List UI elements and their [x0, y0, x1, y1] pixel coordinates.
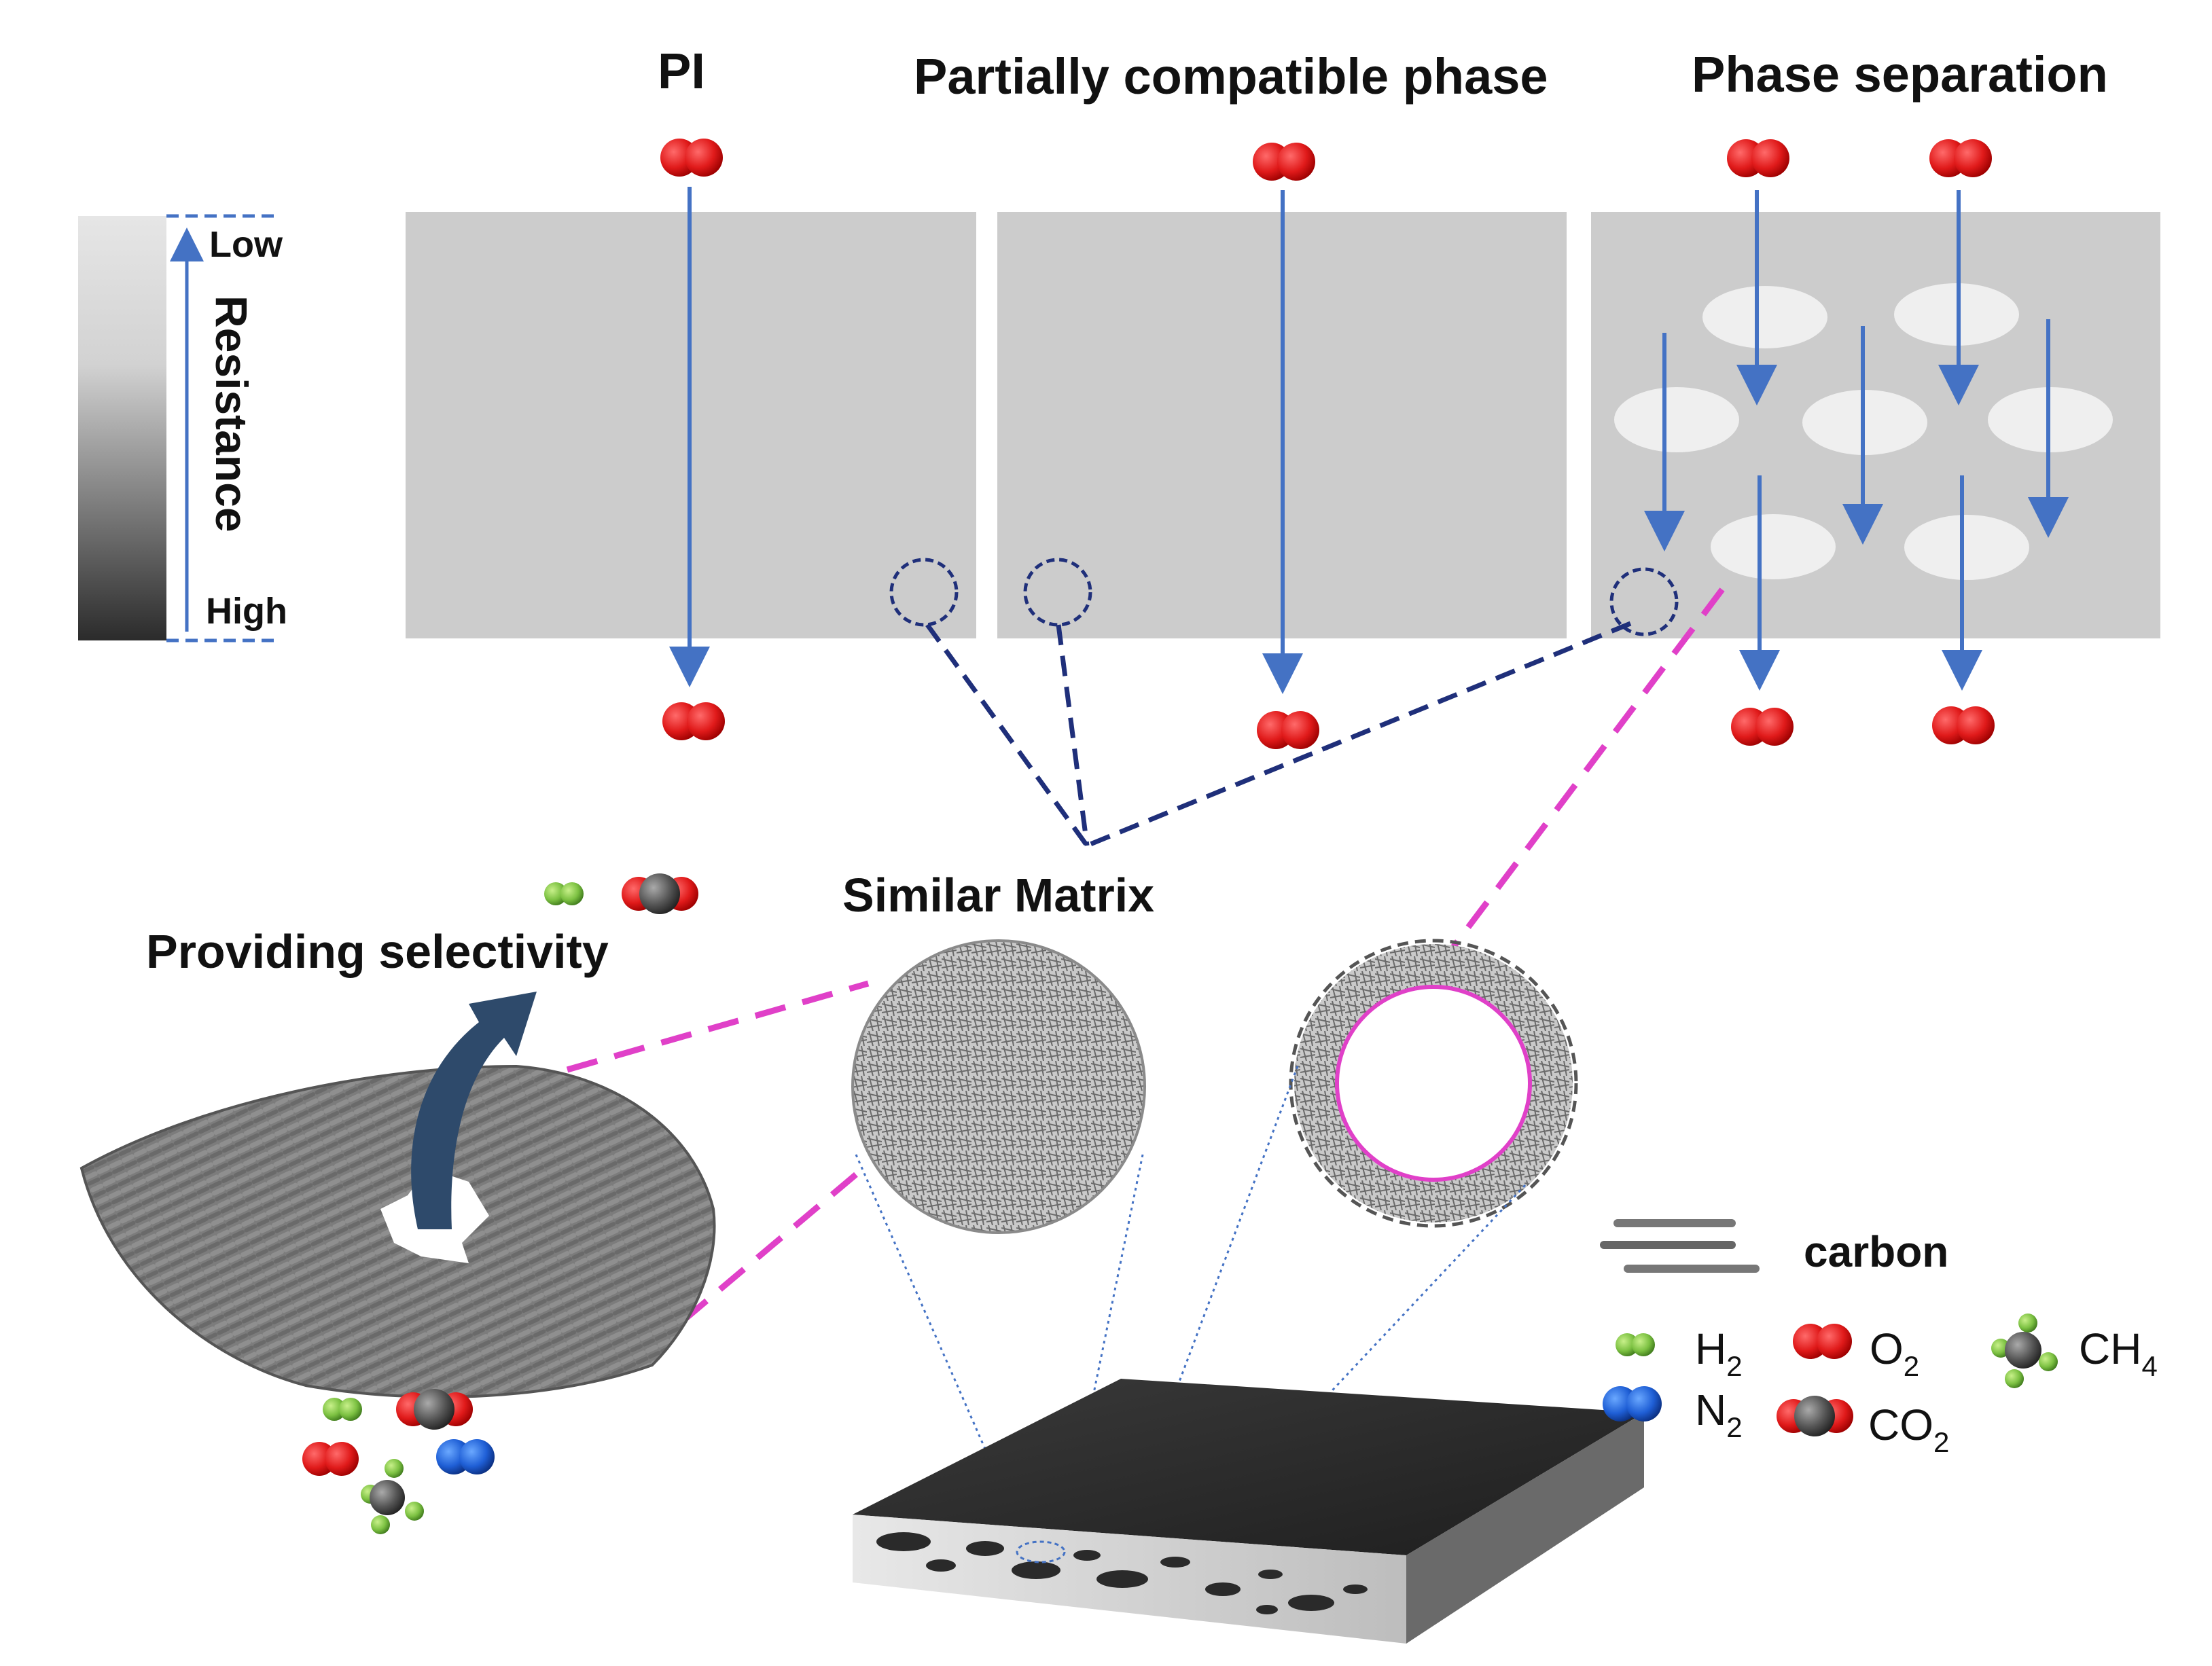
- title-pi: PI: [658, 43, 705, 99]
- o2-legend-icon: [1793, 1324, 1852, 1359]
- diffusion-arrows: [669, 187, 2069, 694]
- ch4-molecule-icon: [361, 1459, 424, 1534]
- legend: carbon H2 O2 CH4 N2 CO2: [1600, 1219, 2158, 1458]
- n2-molecule-icon: [436, 1439, 495, 1474]
- ch4-legend-label: CH4: [2079, 1324, 2158, 1382]
- resistance-bar: Low High Resistance: [78, 214, 287, 642]
- o2-molecule-icon: [1253, 143, 1315, 181]
- feed-gas-mixture: [302, 1389, 495, 1534]
- title-phase-separation: Phase separation: [1692, 46, 2108, 103]
- similar-matrix-label: Similar Matrix: [842, 869, 1154, 922]
- resistance-high-label: High: [206, 591, 287, 632]
- o2-legend-label: O2: [1870, 1324, 1919, 1382]
- ch4-legend-icon: [1991, 1314, 2058, 1388]
- co2-legend-label: CO2: [1868, 1400, 1949, 1458]
- h2-legend-icon: [1616, 1333, 1655, 1356]
- co2-legend-icon: [1777, 1396, 1853, 1436]
- magenta-connectors: [566, 587, 1725, 1324]
- resistance-label: Resistance: [207, 295, 257, 532]
- o2-molecule-icon: [660, 139, 723, 177]
- navy-connectors: [925, 621, 1632, 848]
- o2-molecule-icon: [1929, 139, 1992, 177]
- carbon-cluster: [79, 1064, 716, 1398]
- o2-molecules-panels: [660, 139, 1995, 749]
- providing-selectivity-label: Providing selectivity: [146, 925, 609, 978]
- curved-arrow: [411, 992, 537, 1229]
- o2-molecule-icon: [662, 702, 725, 740]
- carbon-legend-label: carbon: [1804, 1227, 1948, 1276]
- resistance-low-label: Low: [209, 224, 283, 265]
- o2-molecule-icon: [1731, 708, 1794, 746]
- o2-molecule-icon: [1257, 711, 1319, 749]
- h2-molecule-icon: [323, 1398, 362, 1421]
- h2-molecule-icon: [544, 882, 584, 905]
- n2-legend-icon: [1603, 1386, 1662, 1421]
- o2-molecule-icon: [302, 1442, 359, 1476]
- interface-ring: [1289, 939, 1578, 1228]
- o2-molecule-icon: [1727, 139, 1789, 177]
- carbon-legend-icon: [1600, 1219, 1760, 1273]
- selected-molecules: [544, 873, 698, 914]
- similar-matrix-sphere: [851, 939, 1146, 1234]
- co2-molecule-icon: [396, 1389, 473, 1430]
- co2-molecule-icon: [622, 873, 698, 914]
- membrane-slab: [853, 1379, 1644, 1644]
- title-partially-compatible-phase: Partially compatible phase: [914, 48, 1548, 105]
- n2-legend-label: N2: [1695, 1386, 1743, 1443]
- interface-circles: [889, 558, 1679, 636]
- o2-molecule-icon: [1932, 706, 1995, 744]
- phase-domains: [1614, 283, 2113, 580]
- h2-legend-label: H2: [1695, 1324, 1743, 1382]
